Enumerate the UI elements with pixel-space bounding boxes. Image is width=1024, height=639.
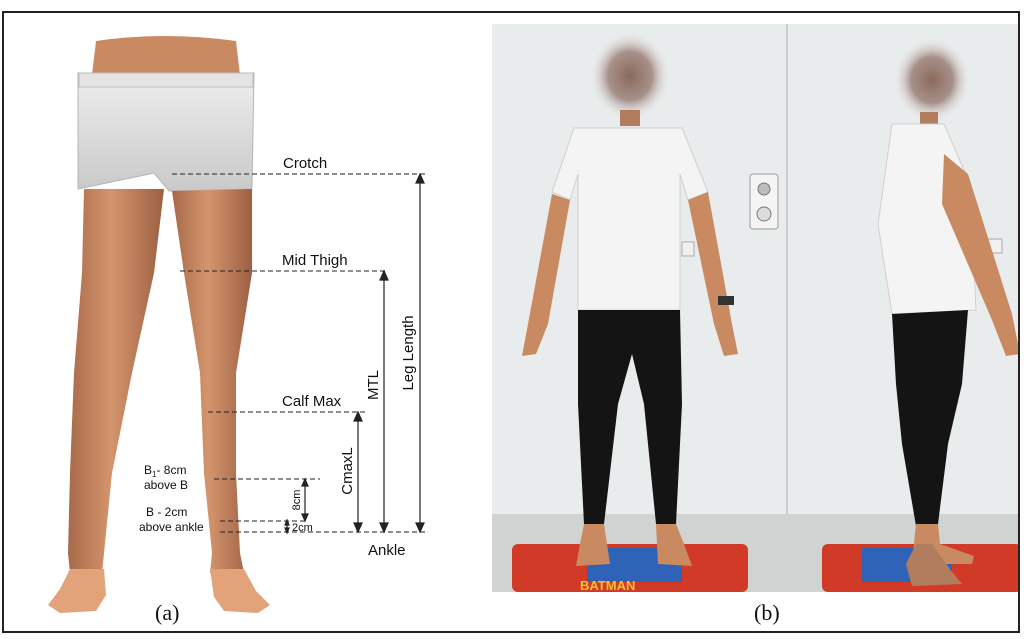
b1-label-main: B (144, 463, 152, 477)
panel-b-label: (b) (754, 600, 780, 626)
8cm-label: 8cm (291, 490, 303, 511)
underwear (78, 73, 254, 191)
cmaxl-label: CmaxL (339, 447, 356, 495)
figure-frame: Crotch Mid Thigh Calf Max Ankle Leg Leng… (2, 11, 1020, 633)
8cm-arrow-top (302, 479, 308, 486)
mtl-label: MTL (365, 370, 382, 400)
subject-photograph: BATMAN (492, 24, 1020, 592)
left-foot (48, 569, 106, 613)
panel-a-label: (a) (155, 600, 179, 626)
calf-max-label: Calf Max (282, 393, 342, 410)
b1-label: B1- 8cm (144, 463, 186, 479)
leg-length-label: Leg Length (400, 315, 417, 390)
b1-label-rest: - 8cm (156, 463, 186, 477)
outlet-socket (757, 207, 771, 221)
leg-length-arrow-bottom (416, 523, 424, 532)
mat-front-text: BATMAN (580, 578, 635, 592)
mid-thigh-label: Mid Thigh (282, 252, 348, 269)
side-face-blur (894, 38, 970, 122)
cmaxl-arrow-bottom (354, 523, 362, 532)
front-face-blur (590, 32, 670, 120)
b1-label-line2: above B (144, 478, 188, 492)
mtl-arrow-bottom (380, 523, 388, 532)
leg-length-arrow-top (416, 174, 424, 183)
2cm-label: 2cm (292, 522, 313, 534)
b-label-line1: B - 2cm (146, 505, 187, 519)
torso-skin (92, 36, 240, 75)
leg-measurement-diagram: Crotch Mid Thigh Calf Max Ankle Leg Leng… (4, 13, 482, 633)
front-neck (620, 110, 640, 126)
mtl-arrow-top (380, 271, 388, 280)
8cm-arrow-bottom (302, 514, 308, 521)
front-watch (718, 296, 734, 305)
outlet-dial (758, 183, 770, 195)
waistband (79, 73, 253, 87)
crotch-label: Crotch (283, 155, 327, 172)
ankle-label: Ankle (368, 542, 406, 559)
small-socket-1 (682, 242, 694, 256)
right-foot (210, 569, 270, 613)
b-label-line2: above ankle (139, 520, 204, 534)
cmaxl-arrow-top (354, 412, 362, 421)
